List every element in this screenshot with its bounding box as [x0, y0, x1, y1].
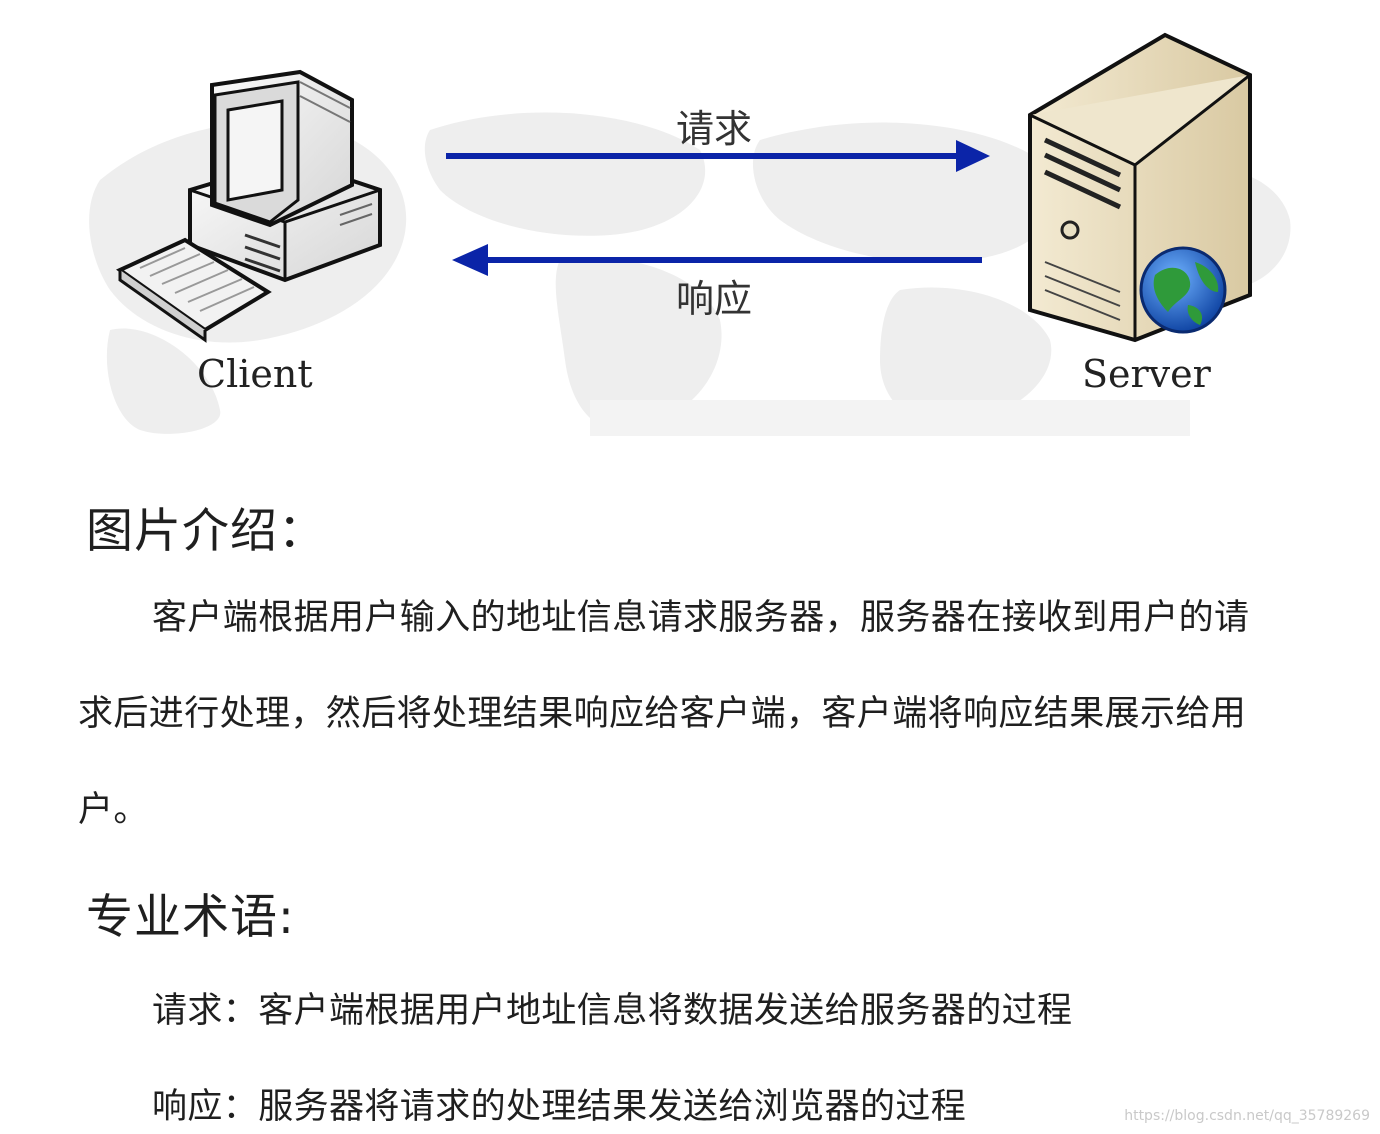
intro-paragraph: 客户端根据用户输入的地址信息请求服务器，服务器在接收到用户的请求后进行处理，然后…	[78, 598, 1250, 830]
response-label: 响应	[676, 277, 753, 321]
client-server-diagram: 请求 响应 Client Server	[0, 0, 1380, 450]
term-request: 请求：客户端根据用户地址信息将数据发送给服务器的过程	[152, 991, 1073, 1031]
terms-heading: 专业术语:	[86, 890, 295, 945]
intro-heading: 图片介绍：	[86, 504, 326, 559]
watermark: https://blog.csdn.net/qq_35789269	[1124, 1108, 1370, 1124]
request-arrow	[446, 140, 990, 172]
response-arrow	[452, 244, 982, 276]
request-label: 请求	[676, 107, 753, 151]
diagram-graphics	[89, 32, 1291, 436]
client-computer-icon	[116, 69, 382, 343]
server-tower-icon	[1028, 32, 1252, 343]
term-response: 响应：服务器将请求的处理结果发送给浏览器的过程	[152, 1087, 967, 1127]
client-label: Client	[197, 352, 313, 396]
server-label: Server	[1082, 352, 1211, 396]
